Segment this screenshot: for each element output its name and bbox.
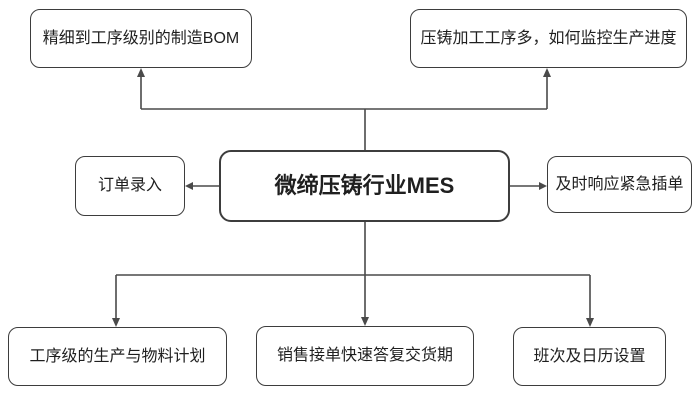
node-monitor-production-progress: 压铸加工工序多，如何监控生产进度 [410,9,687,68]
node-label: 订单录入 [97,177,162,195]
arrowhead-up-top-right-icon [543,68,551,77]
arrowhead-down-bottom-mid-icon [361,317,369,326]
connector-center-to-bottom-boxes [115,222,591,320]
node-center-mes: 微缔压铸行业MES [219,150,510,222]
arrowhead-left-icon [185,182,193,190]
node-delivery-date-reply: 销售接单快速答复交货期 [256,326,474,386]
arrowhead-down-bottom-right-icon [586,318,594,327]
node-manufacturing-bom: 精细到工序级别的制造BOM [30,9,252,68]
node-shift-calendar-settings: 班次及日历设置 [513,327,666,386]
node-label: 及时响应紧急插单 [555,175,684,193]
node-urgent-order-response: 及时响应紧急插单 [547,156,692,213]
node-label: 压铸加工工序多，如何监控生产进度 [420,29,677,47]
node-label: 微缔压铸行业MES [274,172,455,198]
node-label: 销售接单快速答复交货期 [276,347,453,365]
node-production-material-plan: 工序级的生产与物料计划 [8,327,227,386]
arrowhead-down-bottom-left-icon [112,318,120,327]
arrowhead-up-top-left-icon [137,68,145,77]
node-label: 班次及日历设置 [533,347,646,365]
node-label: 精细到工序级别的制造BOM [42,29,240,47]
arrowhead-right-icon [539,182,547,190]
connector-center-to-top-boxes [140,72,548,150]
node-order-entry: 订单录入 [75,156,185,216]
node-label: 工序级的生产与物料计划 [29,347,206,365]
